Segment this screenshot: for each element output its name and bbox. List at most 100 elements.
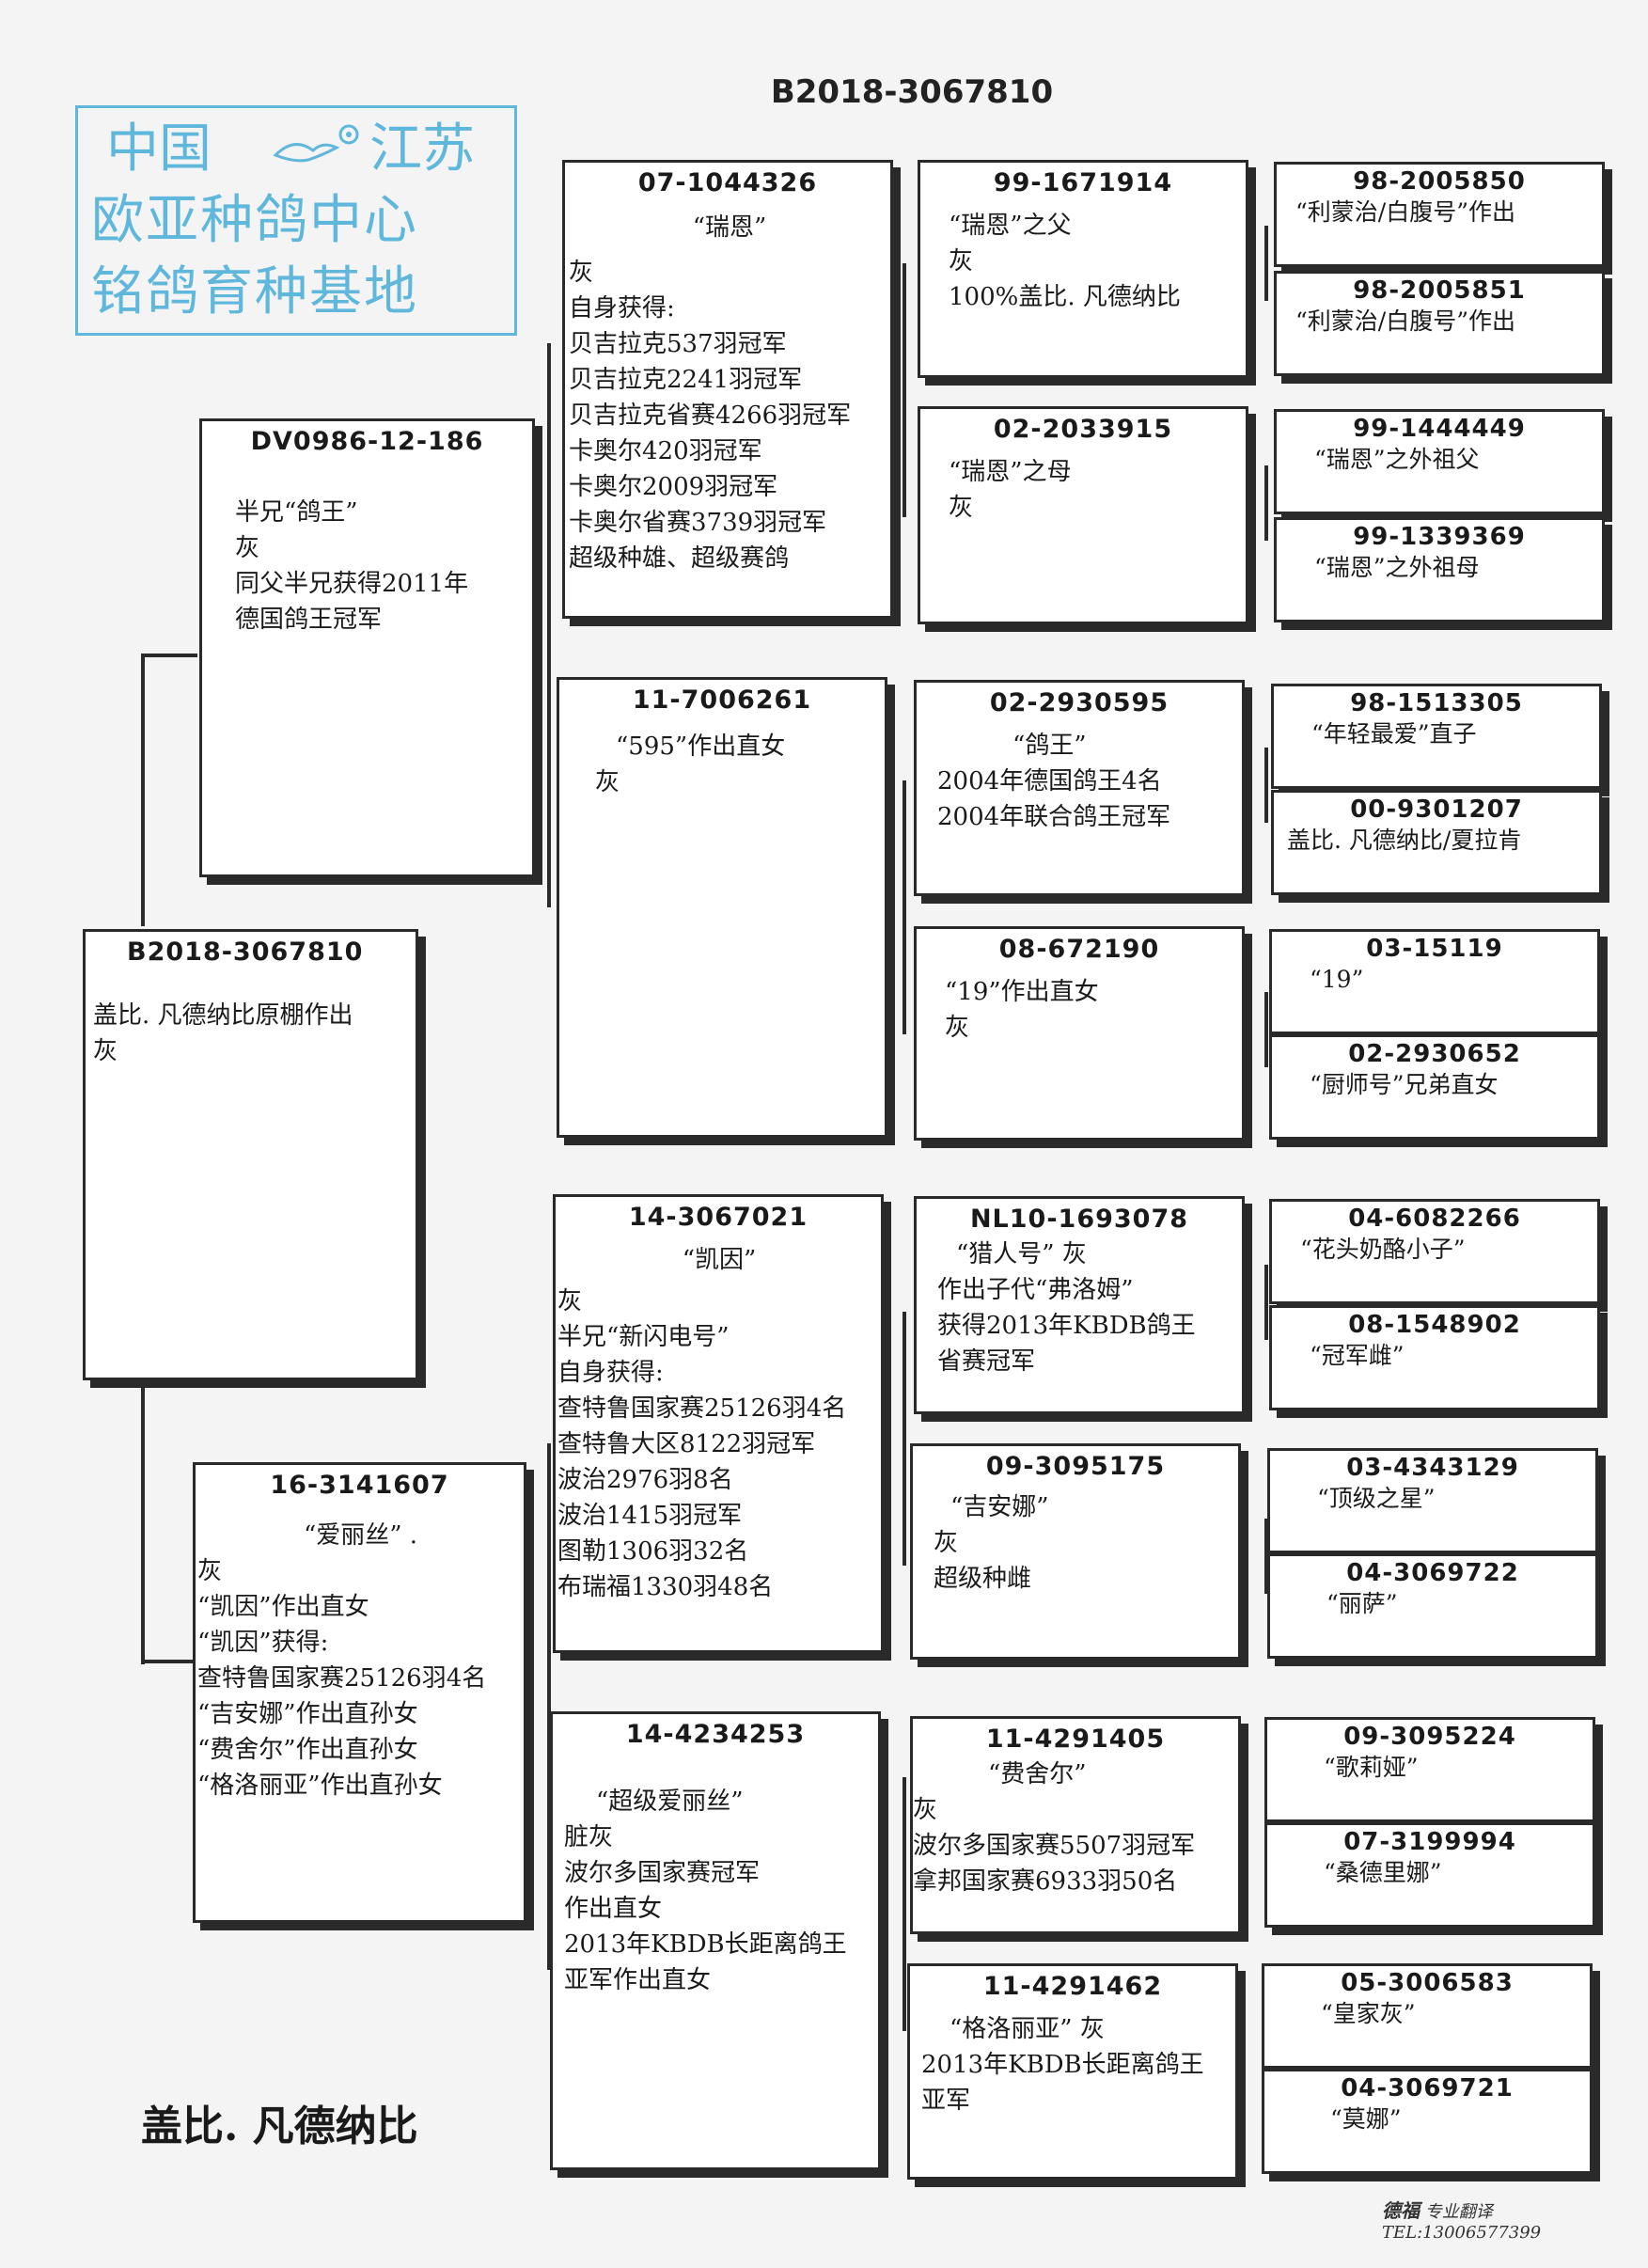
great-grandparent-box: 11-4291462 “格洛丽亚” 灰 2013年KBDB长距离鸽王 亚军 [907,1963,1238,2180]
great-grandparent-box: 08-672190 “19”作出直女 灰 [914,926,1245,1141]
info-line: 灰 [235,534,260,562]
ring-number: 14-3067021 [628,1203,808,1232]
info-line: “凯因”获得: [197,1629,329,1657]
ring-number: 99-1339369 [1353,523,1526,551]
great-grandparent-box: 02-2033915 “瑞恩”之母 灰 [918,406,1248,624]
info-line: 查特鲁大区8122羽冠军 [557,1430,816,1458]
ancestor-box: 02-2930652 “厨师号”兄弟直女 [1269,1034,1600,1140]
breeding-center-stamp: 中国 江苏 欧亚种鸽中心 铭鸽育种基地 [75,105,517,336]
info-line: “皇家灰” [1321,2000,1416,2027]
dam-box: 16-3141607 “爱丽丝” . 灰 “凯因”作出直女 “凯因”获得: 查特… [193,1462,526,1923]
ancestor-box: 98-1513305 “年轻最爱”直子 [1271,684,1602,789]
ring-number: 99-1671914 [993,168,1173,197]
info-line: 波治1415羽冠军 [557,1502,743,1530]
ancestor-box: 98-2005850 “利蒙治/白腹号”作出 [1274,162,1605,267]
info-line: 查特鲁国家赛25126羽4名 [197,1664,487,1693]
info-line: “丽萨” [1326,1590,1398,1617]
ring-number: 04-3069721 [1341,2074,1514,2103]
grandparent-box: 11-7006261 “595”作出直女 灰 [557,677,887,1138]
info-line: “厨师号”兄弟直女 [1310,1071,1499,1098]
info-line: 卡奥尔省赛3739羽冠军 [569,509,827,537]
info-line: “费舍尔”作出直孙女 [197,1736,418,1764]
info-line: “超级爱丽丝” [596,1788,744,1816]
connector [1264,226,1268,301]
connector [902,263,906,517]
info-line: 获得2013年KBDB鸽王 [937,1312,1196,1340]
info-line: 同父半兄获得2011年 [235,570,469,598]
info-line: “瑞恩”之外祖父 [1314,446,1480,473]
info-line: 灰 [93,1037,118,1065]
info-line: 半兄“新闪电号” [557,1323,730,1351]
ring-number: 08-1548902 [1348,1311,1521,1339]
ring-number: 08-672190 [998,935,1160,964]
info-line: 图勒1306羽32名 [557,1537,749,1566]
info-line: 查特鲁国家赛25126羽4名 [557,1394,847,1423]
ring-number: 11-7006261 [632,685,812,715]
info-line: 卡奥尔2009羽冠军 [569,473,778,501]
info-line: “瑞恩”之外祖母 [1314,554,1480,581]
breeder-name: 盖比. 凡德纳比 [141,2103,418,2150]
info-line: 波尔多国家赛冠军 [564,1859,761,1887]
connector [902,1777,906,2031]
connector [1264,992,1268,1067]
info-line: 德国鸽王冠军 [235,606,383,634]
info-line: “格洛丽亚” 灰 [950,2015,1105,2043]
sire-box: DV0986-12-186 半兄“鸽王” 灰 同父半兄获得2011年 德国鸽王冠… [199,418,535,877]
ring-number: 07-3199994 [1343,1828,1516,1856]
info-line: “19”作出直女 [945,978,1099,1006]
connector [141,1382,145,1664]
info-line: 灰 [949,247,974,276]
info-line: “吉安娜” [950,1493,1049,1521]
info-line: “年轻最爱”直子 [1311,720,1477,748]
ancestor-box: 99-1339369 “瑞恩”之外祖母 [1274,517,1605,622]
connector [141,1660,197,1663]
info-line: 灰 [595,768,620,796]
ring-number: 09-3095175 [985,1452,1166,1481]
pedigree-subject-box: B2018-3067810 盖比. 凡德纳比原棚作出 灰 [83,929,418,1380]
grandparent-box: 14-4234253 “超级爱丽丝” 脏灰 波尔多国家赛冠军 作出直女 2013… [550,1711,881,2170]
info-line: 脏灰 [564,1823,614,1851]
stamp-line-1b: 江苏 [369,118,475,180]
info-line: “595”作出直女 [616,732,786,761]
ancestor-box: 00-9301207 盖比. 凡德纳比/夏拉肯 [1271,790,1602,895]
connector [1264,748,1268,823]
ring-number: 98-2005850 [1353,167,1526,196]
info-line: 超级种雄、超级赛鸽 [569,544,790,573]
info-line: “顶级之星” [1317,1485,1436,1512]
ring-number: 07-1044326 [637,168,818,197]
info-line: 布瑞福1330羽48名 [557,1573,774,1601]
info-line: 贝吉拉克省赛4266羽冠军 [569,402,852,430]
info-line: “爱丽丝” . [303,1521,418,1550]
ring-number: 03-15119 [1366,935,1503,963]
info-line: “费舍尔” [988,1760,1087,1788]
ancestor-box: 04-3069721 “莫娜” [1262,2069,1593,2174]
info-line: 灰 [557,1287,583,1315]
info-line: “鸽王” [1012,732,1087,760]
ring-number: 98-1513305 [1350,689,1523,717]
info-line: 波治2976羽8名 [557,1466,733,1494]
info-line: 作出子代“弗洛姆” [937,1276,1134,1304]
info-line: “花头奶酪小子” [1300,1236,1466,1263]
ring-number: 02-2930595 [989,688,1169,717]
ring-number: 03-4343129 [1346,1454,1519,1482]
info-line: 灰 [197,1557,223,1585]
connector [141,654,197,657]
info-line: 半兄“鸽王” [235,498,358,527]
translator-service: 专业翻译 [1424,2202,1493,2222]
info-line: 贝吉拉克2241羽冠军 [569,366,803,394]
info-line: 2013年KBDB长距离鸽王 [921,2051,1204,2079]
ring-number: B2018-3067810 [127,937,364,967]
great-grandparent-box: 11-4291405 “费舍尔” 灰 波尔多国家赛5507羽冠军 拿邦国家赛69… [910,1716,1241,1934]
connector [141,654,145,926]
ancestor-box: 07-3199994 “桑德里娜” [1264,1822,1595,1928]
info-line: “利蒙治/白腹号”作出 [1295,198,1515,226]
info-line: “歌莉娅” [1324,1754,1419,1781]
info-line: 拿邦国家赛6933羽50名 [913,1867,1178,1896]
info-line: “瑞恩”之父 [949,212,1072,240]
page-title: B2018-3067810 [770,73,1054,111]
grandparent-box: 07-1044326 “瑞恩” 灰 自身获得: 贝吉拉克537羽冠军 贝吉拉克2… [562,160,893,619]
translator-phone: TEL:13006577399 [1382,2223,1542,2243]
info-line: “冠军雌” [1310,1342,1405,1369]
info-line: 卡奥尔420羽冠军 [569,437,762,465]
